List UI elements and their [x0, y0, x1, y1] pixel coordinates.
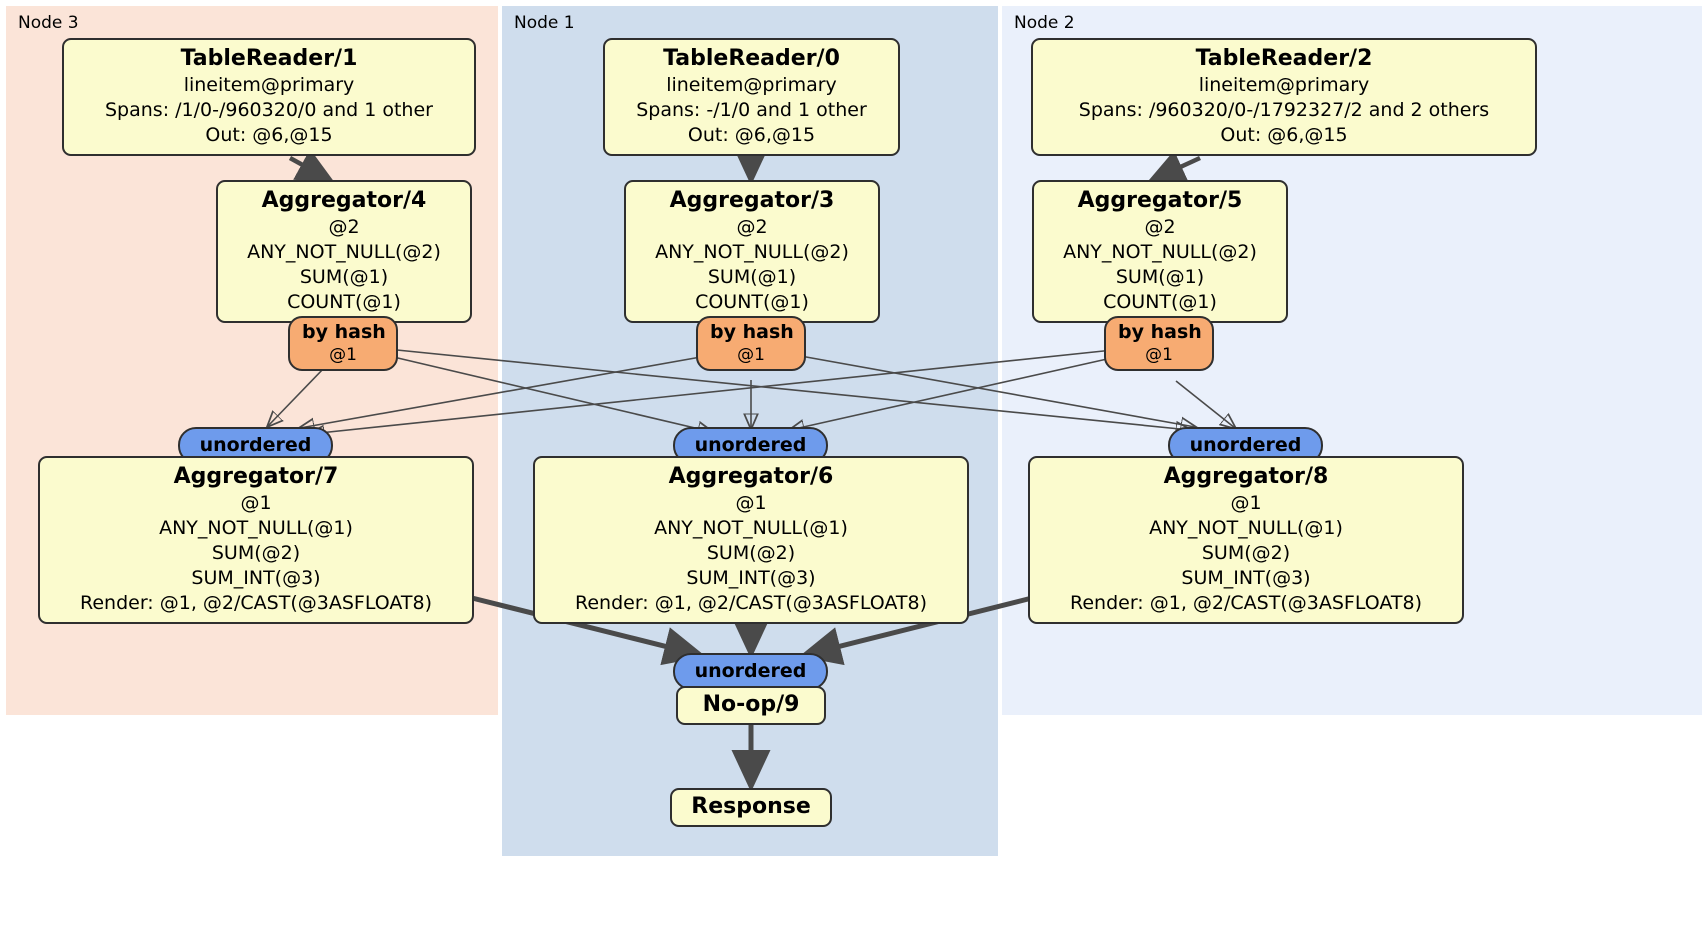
proc-box-aggregator-5[interactable]: Aggregator/5 @2 ANY_NOT_NULL(@2) SUM(@1)… [1032, 180, 1288, 323]
proc-title: Aggregator/5 [1077, 188, 1243, 213]
proc-line: Spans: -/1/0 and 1 other [636, 99, 867, 121]
router-label: unordered [1189, 434, 1302, 456]
proc-title: Aggregator/7 [173, 464, 339, 489]
proc-line: ANY_NOT_NULL(@2) [655, 241, 849, 263]
proc-line: lineitem@primary [183, 74, 355, 96]
router-hash-left[interactable]: by hash @1 [288, 316, 398, 371]
proc-title: Aggregator/4 [261, 188, 427, 213]
router-label: by hash [1118, 321, 1202, 343]
router-label: by hash [302, 321, 386, 343]
proc-title: Aggregator/6 [668, 464, 834, 489]
proc-line: ANY_NOT_NULL(@2) [1063, 241, 1257, 263]
proc-line: SUM(@2) [211, 542, 301, 564]
node-panel-label-node1: Node 1 [514, 13, 575, 33]
proc-line: COUNT(@1) [695, 291, 809, 313]
proc-line: ANY_NOT_NULL(@1) [654, 517, 848, 539]
proc-line: SUM_INT(@3) [191, 567, 321, 589]
proc-line: SUM(@1) [707, 266, 797, 288]
proc-line: Out: @6,@15 [205, 124, 333, 146]
proc-title: Response [691, 794, 811, 819]
proc-title: TableReader/0 [663, 46, 840, 71]
proc-line: SUM(@1) [299, 266, 389, 288]
proc-line: Out: @6,@15 [1220, 124, 1348, 146]
proc-line: @1 [240, 492, 272, 514]
proc-line: Render: @1, @2/CAST(@3ASFLOAT8) [1070, 592, 1422, 614]
proc-line: lineitem@primary [1198, 74, 1370, 96]
proc-line: SUM(@2) [706, 542, 796, 564]
proc-line: ANY_NOT_NULL(@1) [159, 517, 353, 539]
proc-box-aggregator-7[interactable]: Aggregator/7 @1 ANY_NOT_NULL(@1) SUM(@2)… [38, 456, 474, 624]
router-sublabel: @1 [329, 345, 357, 365]
proc-line: Spans: /960320/0-/1792327/2 and 2 others [1078, 99, 1490, 121]
proc-line: COUNT(@1) [1103, 291, 1217, 313]
proc-box-response[interactable]: Response [670, 788, 832, 827]
router-label: by hash [710, 321, 794, 343]
proc-line: @1 [735, 492, 767, 514]
proc-box-aggregator-3[interactable]: Aggregator/3 @2 ANY_NOT_NULL(@2) SUM(@1)… [624, 180, 880, 323]
proc-box-table-reader-0[interactable]: TableReader/0 lineitem@primary Spans: -/… [603, 38, 900, 156]
proc-box-table-reader-1[interactable]: TableReader/1 lineitem@primary Spans: /1… [62, 38, 476, 156]
proc-title: TableReader/2 [1195, 46, 1373, 71]
router-hash-right[interactable]: by hash @1 [1104, 316, 1214, 371]
proc-line: ANY_NOT_NULL(@1) [1149, 517, 1343, 539]
proc-line: SUM_INT(@3) [1181, 567, 1311, 589]
router-sublabel: @1 [737, 345, 765, 365]
proc-line: @2 [736, 216, 768, 238]
proc-line: @1 [1230, 492, 1262, 514]
proc-box-aggregator-8[interactable]: Aggregator/8 @1 ANY_NOT_NULL(@1) SUM(@2)… [1028, 456, 1464, 624]
proc-line: Out: @6,@15 [687, 124, 816, 146]
proc-title: Aggregator/3 [669, 188, 835, 213]
proc-line: Render: @1, @2/CAST(@3ASFLOAT8) [80, 592, 432, 614]
proc-line: @2 [1144, 216, 1176, 238]
proc-title: Aggregator/8 [1163, 464, 1329, 489]
proc-line: ANY_NOT_NULL(@2) [247, 241, 441, 263]
node-panel-label-node2: Node 2 [1014, 13, 1075, 33]
router-label: unordered [694, 434, 807, 456]
router-unordered-final[interactable]: unordered [673, 653, 828, 690]
proc-title: TableReader/1 [180, 46, 358, 71]
proc-line: SUM(@2) [1201, 542, 1291, 564]
proc-box-aggregator-4[interactable]: Aggregator/4 @2 ANY_NOT_NULL(@2) SUM(@1)… [216, 180, 472, 323]
router-sublabel: @1 [1145, 345, 1173, 365]
node-panel-label-node3: Node 3 [18, 13, 79, 33]
proc-box-noop-9[interactable]: No-op/9 [676, 686, 826, 725]
proc-line: Spans: /1/0-/960320/0 and 1 other [105, 99, 433, 121]
proc-box-aggregator-6[interactable]: Aggregator/6 @1 ANY_NOT_NULL(@1) SUM(@2)… [533, 456, 969, 624]
proc-line: Render: @1, @2/CAST(@3ASFLOAT8) [575, 592, 927, 614]
proc-line: @2 [328, 216, 360, 238]
router-label: unordered [694, 660, 807, 682]
router-hash-center[interactable]: by hash @1 [696, 316, 806, 371]
proc-line: SUM_INT(@3) [686, 567, 816, 589]
proc-line: SUM(@1) [1115, 266, 1205, 288]
proc-line: lineitem@primary [666, 74, 837, 96]
proc-title: No-op/9 [702, 692, 800, 717]
router-label: unordered [199, 434, 312, 456]
proc-line: COUNT(@1) [287, 291, 401, 313]
proc-box-table-reader-2[interactable]: TableReader/2 lineitem@primary Spans: /9… [1031, 38, 1537, 156]
